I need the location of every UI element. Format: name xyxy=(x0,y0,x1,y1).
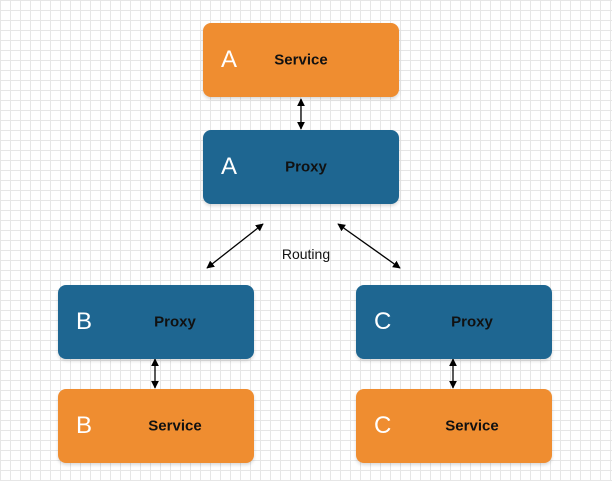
proxy-a-node[interactable]: A Proxy xyxy=(203,130,399,204)
arrow-routing-a-to-b xyxy=(206,223,264,269)
proxy-a-label: Proxy xyxy=(285,158,327,176)
service-b-node[interactable]: B Service xyxy=(58,389,254,463)
service-c-letter: C xyxy=(374,412,392,439)
service-b-label: Service xyxy=(148,417,202,435)
service-a-letter: A xyxy=(221,46,238,73)
service-c-label: Service xyxy=(445,417,499,435)
proxy-c-label: Proxy xyxy=(451,313,493,331)
proxy-b-label: Proxy xyxy=(154,313,196,331)
service-a-node[interactable]: A Service xyxy=(203,23,399,97)
proxy-c-node[interactable]: C Proxy xyxy=(356,285,552,359)
service-b-letter: B xyxy=(76,412,93,439)
proxy-b-letter: B xyxy=(76,308,93,335)
arrow-routing-a-to-c xyxy=(337,223,401,269)
proxy-a-letter: A xyxy=(221,153,238,180)
proxy-b-node[interactable]: B Proxy xyxy=(58,285,254,359)
routing-label: Routing xyxy=(281,246,331,262)
service-a-label: Service xyxy=(274,51,328,69)
service-c-node[interactable]: C Service xyxy=(356,389,552,463)
proxy-c-letter: C xyxy=(374,308,392,335)
